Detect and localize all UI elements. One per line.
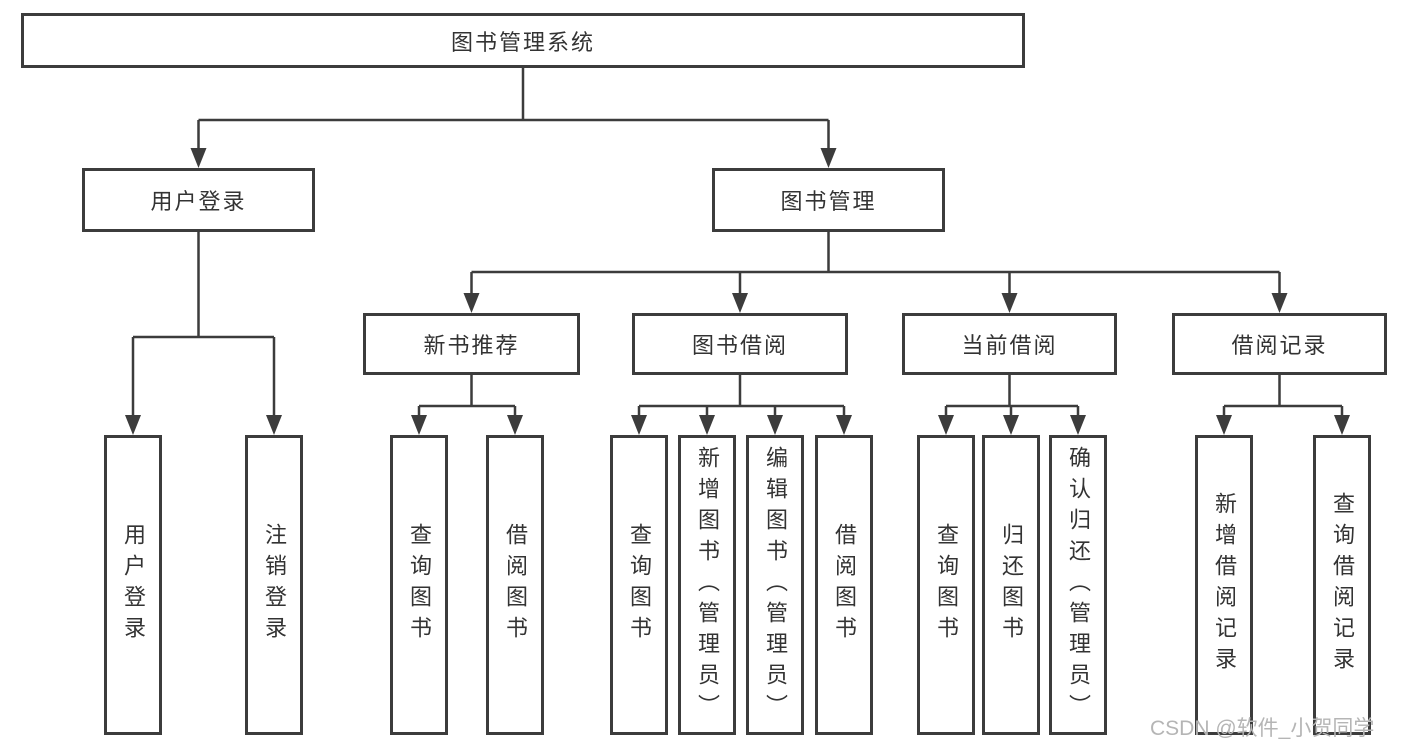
leaf-borrow-query-books: 查询图书 xyxy=(610,435,668,735)
leaf-add-book-admin: 新增图书（管理员） xyxy=(678,435,736,735)
leaf-edit-book-admin: 编辑图书（管理员） xyxy=(746,435,804,735)
leaf-query-borrow-record-label: 查询借阅记录 xyxy=(1330,492,1355,678)
leaf-return-books: 归还图书 xyxy=(982,435,1040,735)
leaf-user-login: 用户登录 xyxy=(104,435,162,735)
node-user-login: 用户登录 xyxy=(82,168,315,232)
arrowheads xyxy=(125,148,1350,435)
leaf-recommend-borrow-books: 借阅图书 xyxy=(486,435,544,735)
leaf-borrow-books: 借阅图书 xyxy=(815,435,873,735)
node-borrow-records: 借阅记录 xyxy=(1172,313,1387,375)
leaf-recommend-query-books: 查询图书 xyxy=(390,435,448,735)
leaf-add-borrow-record: 新增借阅记录 xyxy=(1195,435,1253,735)
node-new-book-recommend-label: 新书推荐 xyxy=(423,333,520,358)
leaf-query-borrow-record: 查询借阅记录 xyxy=(1313,435,1371,735)
csdn-watermark: CSDN @软件_小贺同学 xyxy=(1150,717,1375,740)
node-book-borrow-label: 图书借阅 xyxy=(691,333,788,358)
leaf-edit-book-admin-label: 编辑图书（管理员） xyxy=(763,445,788,725)
leaf-recommend-borrow-books-label: 借阅图书 xyxy=(503,523,528,647)
node-book-management: 图书管理 xyxy=(712,168,945,232)
leaf-recommend-query-books-label: 查询图书 xyxy=(407,523,432,647)
leaf-add-book-admin-label: 新增图书（管理员） xyxy=(695,445,720,725)
node-book-management-label: 图书管理 xyxy=(780,189,877,214)
leaf-current-query-books-label: 查询图书 xyxy=(934,523,959,647)
node-library-management-system: 图书管理系统 xyxy=(21,13,1025,68)
leaf-confirm-return-admin: 确认归还（管理员） xyxy=(1049,435,1107,735)
leaf-borrow-query-books-label: 查询图书 xyxy=(627,523,652,647)
leaf-logout-label: 注销登录 xyxy=(262,523,287,647)
leaf-logout: 注销登录 xyxy=(245,435,303,735)
node-current-borrow: 当前借阅 xyxy=(902,313,1117,375)
leaf-borrow-books-label: 借阅图书 xyxy=(832,523,857,647)
node-library-management-system-label: 图书管理系统 xyxy=(450,29,595,55)
node-new-book-recommend: 新书推荐 xyxy=(363,313,580,375)
leaf-return-books-label: 归还图书 xyxy=(999,523,1024,647)
node-borrow-records-label: 借阅记录 xyxy=(1231,333,1328,358)
leaf-user-login-label: 用户登录 xyxy=(121,523,146,647)
leaf-current-query-books: 查询图书 xyxy=(917,435,975,735)
leaf-confirm-return-admin-label: 确认归还（管理员） xyxy=(1066,445,1091,725)
node-current-borrow-label: 当前借阅 xyxy=(961,333,1058,358)
node-user-login-label: 用户登录 xyxy=(150,189,247,214)
node-book-borrow: 图书借阅 xyxy=(632,313,848,375)
leaf-add-borrow-record-label: 新增借阅记录 xyxy=(1212,492,1237,678)
